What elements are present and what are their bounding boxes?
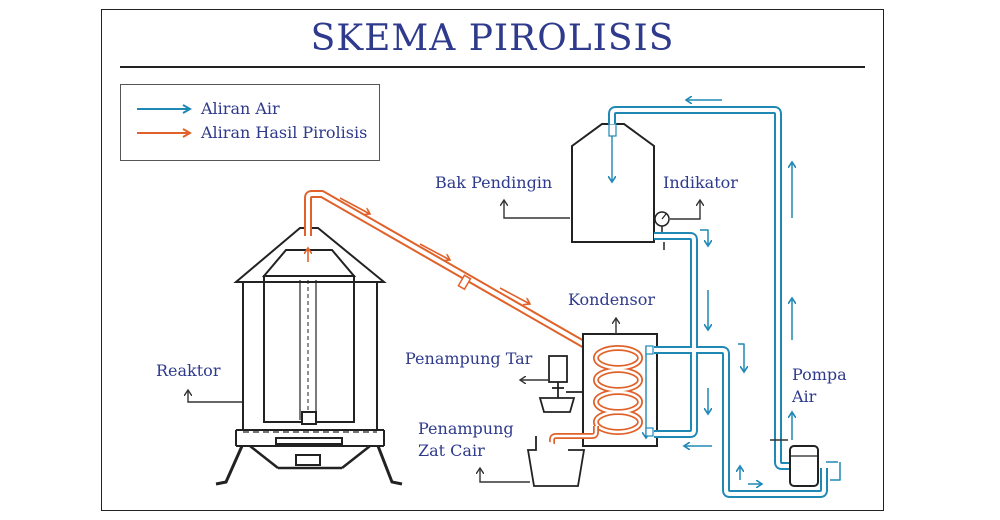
legend-water-label: Aliran Air	[201, 99, 280, 118]
reactor	[215, 227, 403, 486]
legend-water: Aliran Air	[135, 99, 280, 118]
pyrolysis-pipe	[304, 190, 604, 353]
liquid-collector	[526, 436, 586, 487]
water-pipe	[608, 100, 841, 498]
label-bak-pendingin: Bak Pendingin	[435, 173, 553, 192]
label-reaktor: Reaktor	[156, 361, 221, 380]
pyrolysis-arrow-icon	[137, 127, 193, 138]
legend-pyrolysis-label: Aliran Hasil Pirolisis	[201, 123, 368, 142]
leader-bak-pendingin	[504, 200, 570, 219]
legend-pyrolysis: Aliran Hasil Pirolisis	[135, 123, 367, 142]
diagram-title: SKEMA PIROLISIS	[310, 18, 675, 59]
legend: Aliran Air Aliran Hasil Pirolisis	[120, 84, 380, 161]
water-arrow-icon	[137, 103, 193, 114]
cooling-tank	[571, 123, 676, 250]
water-pump	[789, 445, 819, 487]
title-rule	[120, 66, 865, 68]
label-indikator: Indikator	[663, 173, 738, 192]
label-zat-cair: Zat Cair	[418, 441, 485, 460]
gauge-icon	[654, 211, 670, 234]
leader-zat-cair	[480, 468, 530, 483]
tar-collector	[538, 355, 584, 413]
label-kondensor: Kondensor	[568, 290, 655, 309]
condenser	[552, 333, 658, 470]
leader-indikator	[670, 200, 700, 220]
label-pompa: Pompa	[792, 365, 847, 384]
label-penampung-tar: Penampung Tar	[405, 349, 533, 368]
label-air: Air	[792, 387, 817, 406]
leader-reaktor	[188, 390, 242, 403]
label-penampung: Penampung	[418, 419, 514, 438]
